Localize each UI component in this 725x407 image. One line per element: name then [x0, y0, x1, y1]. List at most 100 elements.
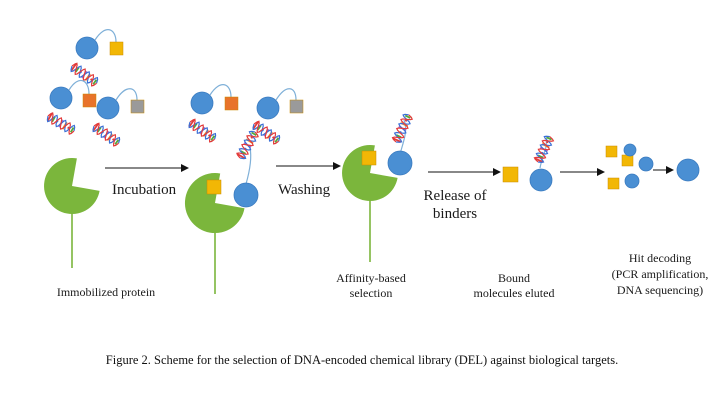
small-molecule-square-icon: [109, 41, 124, 56]
small-molecule-square-icon: [607, 177, 620, 190]
label-affinity-line1: Affinity-based: [336, 271, 406, 285]
building-block-circle-icon: [96, 96, 120, 120]
dna-base-pair: [210, 135, 216, 141]
dna-strand: [71, 62, 97, 87]
dna-base-pair: [274, 137, 280, 143]
label-hit-line3: DNA sequencing): [617, 283, 703, 297]
dna-base-pair: [111, 138, 115, 141]
dna-base-pair: [188, 119, 196, 128]
label-hit-line1: Hit decoding: [629, 251, 691, 265]
decoded-hits-group: [605, 143, 700, 190]
dna-base-pair: [546, 140, 549, 144]
small-molecule-square-icon: [289, 99, 304, 114]
dna-base-pair: [69, 127, 75, 133]
dna-strand: [236, 131, 259, 159]
dna-base-pair: [207, 134, 211, 137]
dna-base-pair: [392, 137, 402, 143]
label-immobilized-protein: Immobilized protein: [57, 285, 155, 299]
dna-base-pair: [96, 126, 102, 133]
dna-base-pair: [114, 139, 120, 145]
small-molecule-square-icon: [605, 145, 618, 158]
dna-strand: [391, 114, 413, 143]
small-molecule-square-icon: [206, 179, 222, 195]
dna-base-pair: [236, 153, 246, 160]
label-hit-line2: (PCR amplification,: [612, 267, 709, 281]
linker-line: [94, 29, 117, 43]
dna-base-pair: [240, 150, 247, 155]
building-block-circle-icon: [49, 86, 73, 110]
dna-base-pair: [256, 124, 262, 131]
label-incubation: Incubation: [112, 182, 177, 198]
remaining-library-group: [188, 84, 304, 145]
small-molecule-square-icon: [82, 93, 97, 108]
dna-base-pair: [534, 157, 544, 163]
dna-strand: [47, 112, 75, 135]
dna-strand: [253, 120, 279, 145]
dna-base-pair: [92, 79, 98, 85]
linker-line: [209, 84, 232, 98]
linker-line: [115, 88, 138, 101]
dna-base-pair: [70, 63, 78, 72]
del-library-group: [46, 29, 145, 147]
label-release-line2: binders: [433, 206, 477, 222]
dna-helix-icon: [92, 122, 121, 147]
protein-with-binder-1: [184, 173, 245, 294]
dna-strand: [533, 136, 555, 163]
linker-line: [275, 88, 297, 101]
label-affinity-line2: selection: [350, 286, 393, 300]
small-molecule-square-icon: [361, 150, 377, 166]
figure-caption: Figure 2. Scheme for the selection of DN…: [106, 353, 618, 367]
building-block-circle-icon: [233, 182, 259, 208]
building-block-circle-icon: [676, 158, 700, 182]
building-block-circle-icon: [638, 156, 654, 172]
dna-base-pair: [67, 126, 70, 130]
dna-base-pair: [251, 131, 257, 137]
dna-base-pair: [250, 136, 254, 139]
dna-base-pair: [395, 134, 402, 139]
label-bound-line1: Bound: [498, 271, 530, 285]
dna-strand: [93, 122, 119, 147]
dna-helix-icon: [188, 118, 217, 143]
dna-base-pair: [546, 136, 552, 141]
dna-helix-icon: [252, 120, 281, 145]
building-block-circle-icon: [387, 150, 413, 176]
protein-with-binder-2: [342, 144, 398, 262]
immobilized-protein: [44, 157, 100, 268]
linker-line: [399, 119, 407, 155]
building-block-circle-icon: [623, 143, 637, 157]
small-molecule-square-icon: [224, 96, 239, 111]
eluted-compound: [502, 135, 555, 192]
dna-helix-icon: [533, 135, 555, 163]
dna-helix-icon: [391, 113, 413, 143]
building-block-circle-icon: [624, 173, 640, 189]
dna-base-pair: [252, 121, 260, 130]
label-washing: Washing: [278, 182, 331, 198]
small-molecule-square-icon: [502, 166, 519, 183]
small-molecule-square-icon: [130, 99, 145, 114]
linker-line: [245, 147, 252, 185]
dna-base-pair: [92, 123, 100, 132]
building-block-circle-icon: [190, 91, 214, 115]
dna-strand: [189, 118, 215, 143]
building-block-circle-icon: [256, 96, 280, 120]
dna-base-pair: [89, 78, 93, 81]
dna-base-pair: [271, 136, 275, 139]
dna-base-pair: [74, 66, 80, 73]
dna-helix-icon: [70, 62, 99, 87]
linker-line: [68, 79, 90, 95]
dna-base-pair: [51, 116, 56, 123]
bound-compound: [206, 130, 259, 208]
dna-helix-icon: [236, 130, 259, 160]
bound-compound: [361, 113, 413, 176]
protein-pacman-icon: [184, 173, 245, 234]
dna-helix-icon: [46, 112, 76, 135]
dna-base-pair: [404, 114, 411, 119]
dna-base-pair: [46, 112, 53, 122]
building-block-circle-icon: [75, 36, 99, 60]
protein-pacman-icon: [342, 144, 398, 201]
protein-pacman-icon: [44, 157, 100, 214]
dna-base-pair: [192, 122, 198, 129]
dna-base-pair: [537, 154, 544, 159]
